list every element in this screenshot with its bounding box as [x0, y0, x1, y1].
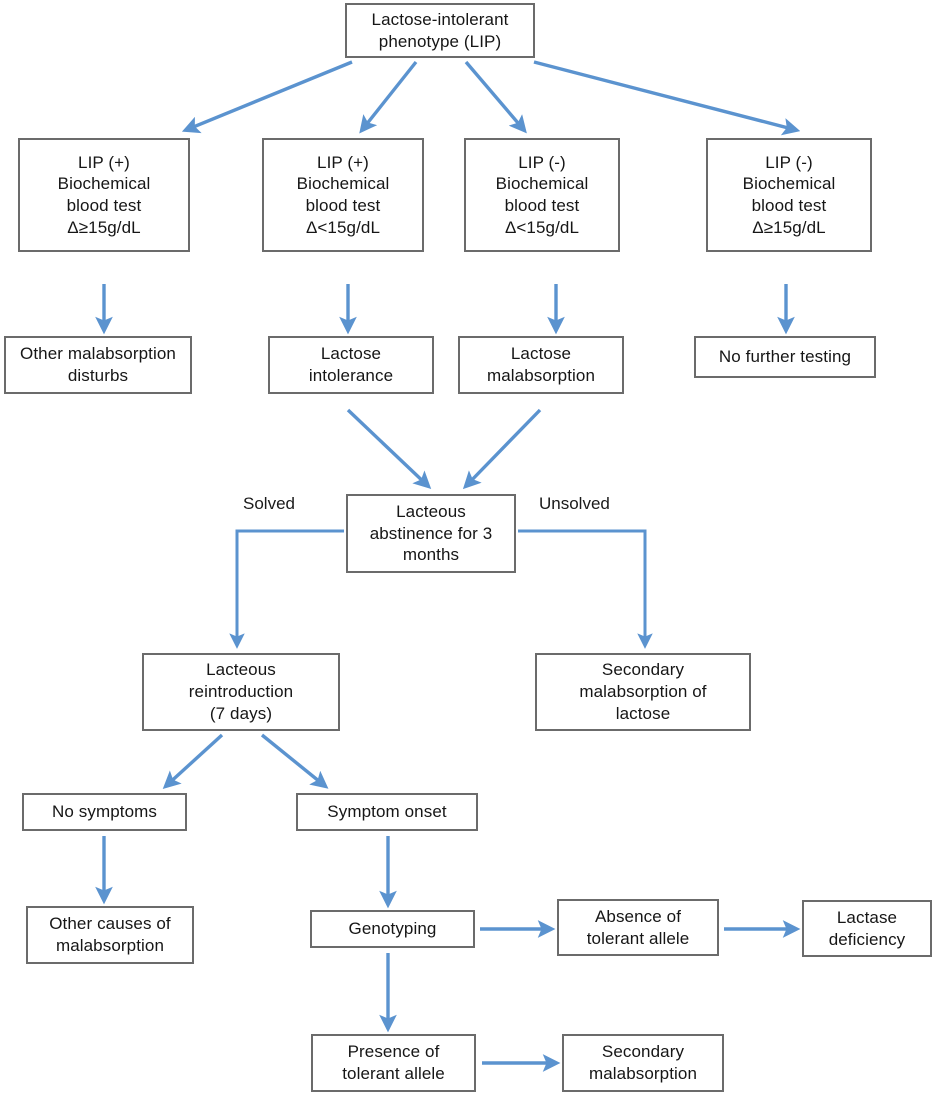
edge-lactose_intol-to-abstinence — [346, 408, 432, 490]
node-no_symptoms: No symptoms — [22, 793, 187, 831]
node-lactase_def: Lactase deficiency — [802, 900, 932, 957]
edge-abstinence-to-secondary_malabs — [518, 529, 653, 649]
edge-abstinence-to-reintroduction — [229, 529, 344, 649]
node-presence_allele: Presence of tolerant allele — [311, 1034, 476, 1092]
node-secondary_malabs2: Secondary malabsorption — [562, 1034, 724, 1092]
node-lactose_malabs: Lactose malabsorption — [458, 336, 624, 394]
edge-lip-to-lip_neg_lt15 — [464, 60, 527, 134]
node-lip: Lactose-intolerant phenotype (LIP) — [345, 3, 535, 58]
edge-lip-to-lip_pos_ge15 — [181, 60, 353, 134]
node-secondary_malabs: Secondary malabsorption of lactose — [535, 653, 751, 731]
edge-reintroduction-to-symptom_onset — [260, 733, 329, 789]
node-lip_neg_ge15: LIP (-) Biochemical blood test Δ≥15g/dL — [706, 138, 872, 252]
node-absence_allele: Absence of tolerant allele — [557, 899, 719, 956]
node-lactose_intol: Lactose intolerance — [268, 336, 434, 394]
node-genotyping: Genotyping — [310, 910, 475, 948]
node-symptom_onset: Symptom onset — [296, 793, 478, 831]
edge-label-unsolved: Unsolved — [539, 494, 610, 513]
node-reintroduction: Lacteous reintroduction (7 days) — [142, 653, 340, 731]
edge-lip-to-lip_pos_lt15 — [359, 60, 418, 134]
edge-lactose_malabs-to-abstinence — [462, 408, 542, 490]
node-no_further: No further testing — [694, 336, 876, 378]
node-other_causes: Other causes of malabsorption — [26, 906, 194, 964]
node-lip_pos_lt15: LIP (+) Biochemical blood test Δ<15g/dL — [262, 138, 424, 252]
node-lip_pos_ge15: LIP (+) Biochemical blood test Δ≥15g/dL — [18, 138, 190, 252]
node-other_malabs: Other malabsorption disturbs — [4, 336, 192, 394]
edge-label-solved: Solved — [243, 494, 295, 513]
edge-reintroduction-to-no_symptoms — [162, 733, 224, 789]
edge-lip-to-lip_neg_ge15 — [533, 60, 801, 136]
node-abstinence: Lacteous abstinence for 3 months — [346, 494, 516, 573]
node-lip_neg_lt15: LIP (-) Biochemical blood test Δ<15g/dL — [464, 138, 620, 252]
